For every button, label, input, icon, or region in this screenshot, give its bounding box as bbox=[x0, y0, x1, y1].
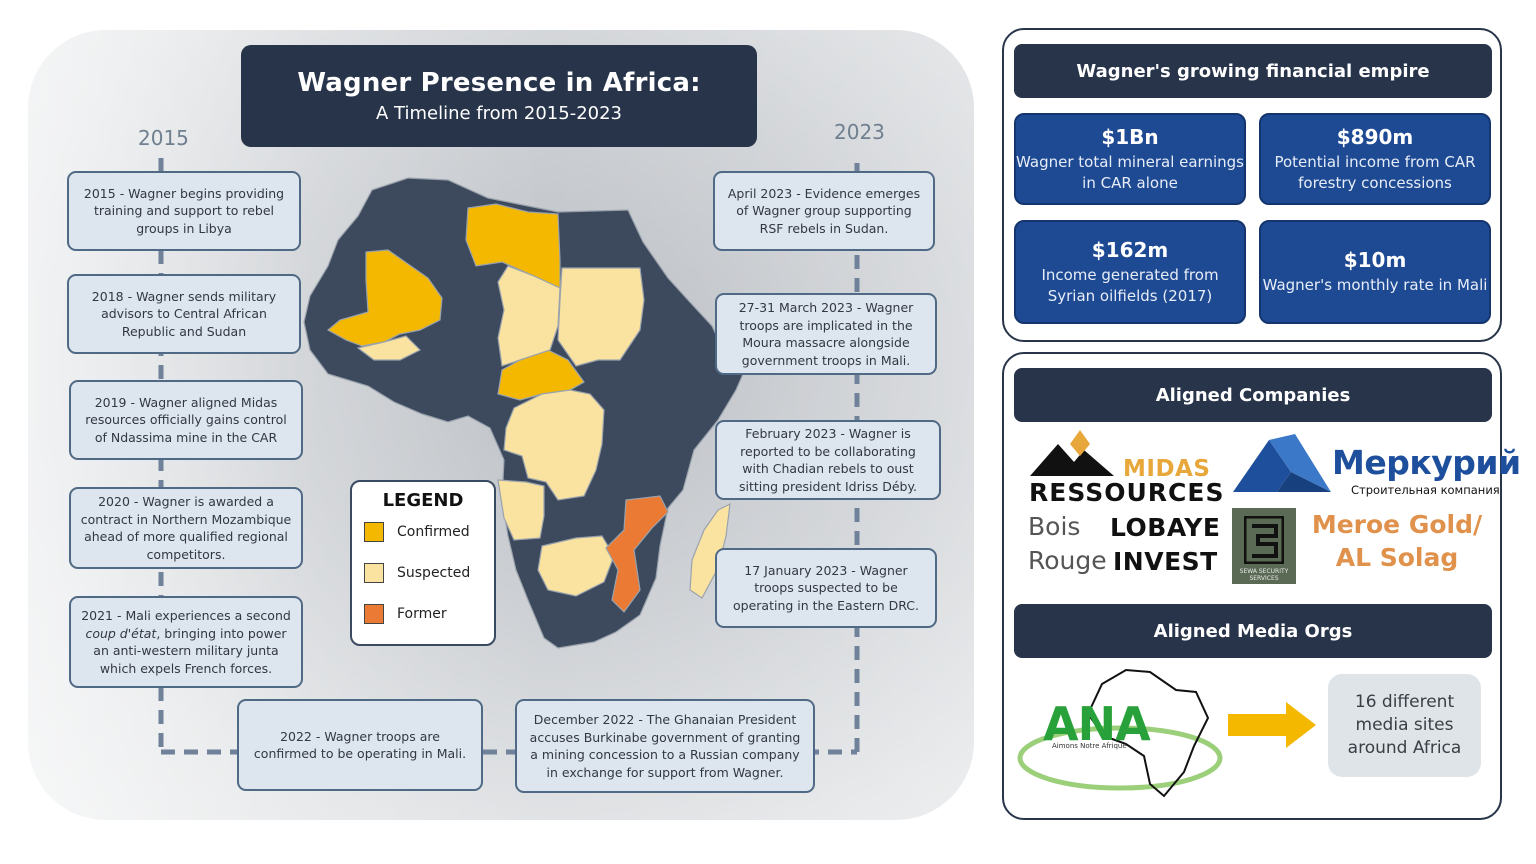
country-chad bbox=[497, 265, 561, 367]
midas-logo-icon bbox=[1030, 430, 1114, 476]
event-2022: 2022 - Wagner troops are confirmed to be… bbox=[237, 699, 483, 791]
event-apr-2023: April 2023 - Evidence emerges of Wagner … bbox=[713, 171, 935, 251]
midas-logo-subtext: RESSOURCES bbox=[1029, 478, 1225, 507]
mercury-logo-text: Меркурий bbox=[1332, 443, 1521, 482]
country-burkina bbox=[356, 335, 422, 361]
title-banner: Wagner Presence in Africa: A Timeline fr… bbox=[241, 45, 757, 147]
arrow-right-icon bbox=[1228, 702, 1316, 748]
country-sudan bbox=[557, 267, 645, 367]
timeline-panel: Wagner Presence in Africa: A Timeline fr… bbox=[28, 30, 974, 820]
legend-item-former: Former bbox=[364, 593, 494, 634]
event-2021: 2021 - Mali experiences a second coup d'… bbox=[69, 596, 303, 688]
event-jan-2023: 17 January 2023 - Wagner troops suspecte… bbox=[715, 548, 937, 628]
year-start: 2015 bbox=[138, 126, 189, 150]
legend-title: LEGEND bbox=[382, 490, 464, 511]
companies-heading: Aligned Companies bbox=[1014, 368, 1492, 422]
country-drc bbox=[503, 389, 605, 501]
event-feb-2023: February 2023 - Wagner is reported to be… bbox=[715, 420, 941, 500]
event-2020: 2020 - Wagner is awarded a contract in N… bbox=[69, 487, 303, 569]
country-angola bbox=[497, 479, 545, 541]
legend-swatch-former bbox=[364, 603, 384, 624]
event-mar-2023: 27-31 March 2023 - Wagner troops are imp… bbox=[715, 293, 937, 375]
event-2019: 2019 - Wagner aligned Midas resources of… bbox=[69, 380, 303, 460]
sewa-emblem-icon bbox=[1244, 516, 1284, 564]
ana-logo-subtext: Aimons Notre Afrique bbox=[1052, 742, 1127, 750]
stat-card-car-minerals: $1Bn Wagner total mineral earnings in CA… bbox=[1014, 113, 1246, 205]
lobaye-logo-line1: LOBAYE bbox=[1110, 513, 1221, 542]
mercury-logo-icon bbox=[1233, 434, 1331, 492]
mercury-logo-subtext: Строительная компания bbox=[1351, 483, 1500, 497]
bois-rouge-logo-line1: Bois bbox=[1028, 512, 1081, 541]
country-madagascar bbox=[689, 502, 731, 599]
stat-card-car-forestry: $890m Potential income from CAR forestry… bbox=[1259, 113, 1491, 205]
legend-swatch-confirmed bbox=[364, 521, 384, 542]
legend-item-suspected: Suspected bbox=[364, 552, 494, 593]
legend-item-confirmed: Confirmed bbox=[364, 511, 494, 552]
event-2015: 2015 - Wagner begins providing training … bbox=[67, 171, 301, 251]
ana-logo-text: ANA bbox=[1043, 697, 1151, 751]
page-subtitle: A Timeline from 2015-2023 bbox=[375, 103, 622, 124]
sewa-logo-text: SEWA SECURITY SERVICES bbox=[1239, 568, 1289, 582]
map-legend: LEGEND Confirmed Suspected Former bbox=[350, 480, 496, 646]
financial-heading: Wagner's growing financial empire bbox=[1014, 44, 1492, 98]
stat-card-mali-rate: $10m Wagner's monthly rate in Mali bbox=[1259, 220, 1491, 324]
media-sites-count: 16 different media sites around Africa bbox=[1328, 674, 1481, 777]
meroe-gold-logo: Meroe Gold/ AL Solag bbox=[1311, 510, 1483, 572]
timeline-and-map-graphic bbox=[158, 155, 860, 755]
bois-rouge-logo-line2: Rouge bbox=[1028, 546, 1107, 575]
media-heading: Aligned Media Orgs bbox=[1014, 604, 1492, 658]
stat-card-syria-oil: $162m Income generated from Syrian oilfi… bbox=[1014, 220, 1246, 324]
midas-logo-text: MIDAS bbox=[1123, 456, 1211, 482]
country-southern-suspected bbox=[537, 535, 615, 597]
lobaye-logo-line2: INVEST bbox=[1113, 547, 1218, 576]
year-end: 2023 bbox=[834, 120, 885, 144]
country-mozambique bbox=[605, 495, 669, 613]
event-2018: 2018 - Wagner sends military advisors to… bbox=[67, 274, 301, 354]
ana-logo-icon bbox=[1017, 668, 1223, 798]
page-title: Wagner Presence in Africa: bbox=[297, 68, 701, 98]
legend-swatch-suspected bbox=[364, 562, 384, 583]
event-dec-2022: December 2022 - The Ghanaian President a… bbox=[515, 699, 815, 793]
africa-map bbox=[303, 177, 751, 649]
